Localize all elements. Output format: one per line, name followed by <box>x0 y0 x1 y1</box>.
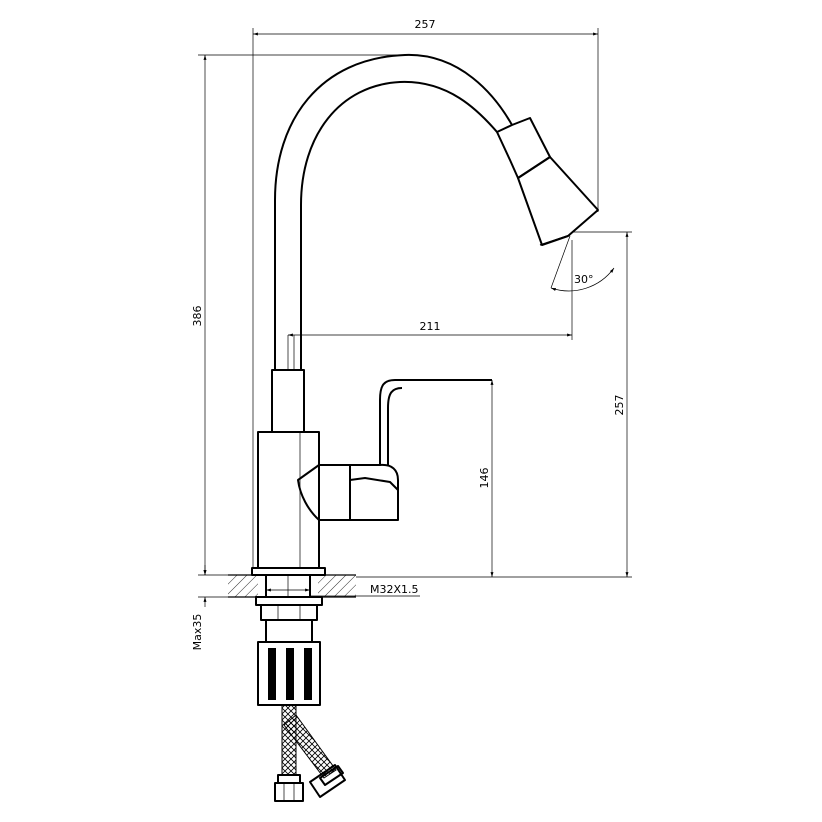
faucet-body <box>251 369 326 576</box>
spray-head <box>496 117 599 246</box>
dim-handle-height: 146 <box>478 380 494 577</box>
dim-spout-height-label: 257 <box>613 395 626 416</box>
dim-spout-height: 257 <box>356 231 632 578</box>
dim-overall-height: 386 <box>191 54 405 576</box>
dim-thread: M32X1.5 <box>266 583 420 597</box>
dim-spout-reach: 211 <box>288 240 573 340</box>
dim-max-thickness-label: Max35 <box>191 614 204 651</box>
dim-spout-reach-label: 211 <box>420 320 441 333</box>
countertop-section <box>228 574 356 598</box>
dim-max-thickness: Max35 <box>191 565 228 650</box>
dim-thread-label: M32X1.5 <box>370 583 419 596</box>
dim-swivel-angle-label: 30° <box>574 273 594 286</box>
dim-swivel-angle: 30° <box>550 235 615 292</box>
dim-handle-height-label: 146 <box>478 468 491 489</box>
supply-hoses <box>274 704 346 802</box>
spout <box>274 53 513 370</box>
lever-handle <box>297 379 492 521</box>
dim-overall-width: 257 <box>252 18 599 568</box>
dim-overall-width-label: 257 <box>415 18 436 31</box>
mounting-hardware <box>255 574 323 706</box>
dim-overall-height-label: 386 <box>191 306 204 327</box>
